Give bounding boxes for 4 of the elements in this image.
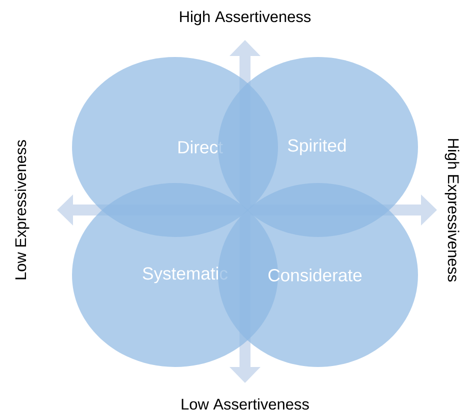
axis-label: High Assertiveness: [180, 10, 311, 26]
axis-label: Low Expressiveness: [14, 140, 30, 280]
axis-label: Low Assertiveness: [182, 398, 309, 410]
axis-label: High Expressiveness: [444, 139, 460, 282]
